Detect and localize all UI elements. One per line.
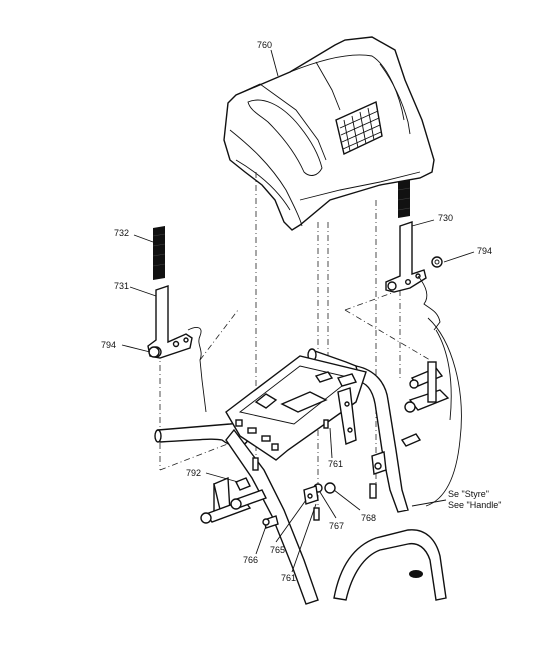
- bracket-part-730: [385, 221, 441, 331]
- reference-note: Se "Styre" See "Handle": [448, 489, 501, 511]
- note-see-handle: See "Handle": [448, 500, 502, 510]
- part-label-766: 766: [243, 555, 259, 565]
- part-label-794-right: 794: [477, 246, 493, 256]
- part-label-761-bottom: 761: [281, 573, 297, 583]
- part-label-767: 767: [329, 521, 345, 531]
- note-see-styre: Se "Styre": [448, 489, 489, 499]
- part-label-768: 768: [361, 513, 377, 523]
- stripe-decal-730: [397, 180, 411, 218]
- part-label-760: 760: [257, 40, 273, 50]
- part-label-792: 792: [186, 468, 202, 478]
- part-label-765: 765: [270, 545, 286, 555]
- part-label-761-top: 761: [328, 459, 344, 469]
- part-label-732: 732: [114, 228, 130, 238]
- part-label-794-left: 794: [101, 340, 117, 350]
- part-label-730: 730: [438, 213, 454, 223]
- stripe-decal-732: [152, 226, 166, 280]
- part-label-731: 731: [114, 281, 130, 291]
- leader-lines: [121, 49, 475, 573]
- handle-assembly: [148, 317, 462, 605]
- bushing-part-794-right: [431, 256, 443, 268]
- cover-part-760: [223, 36, 435, 231]
